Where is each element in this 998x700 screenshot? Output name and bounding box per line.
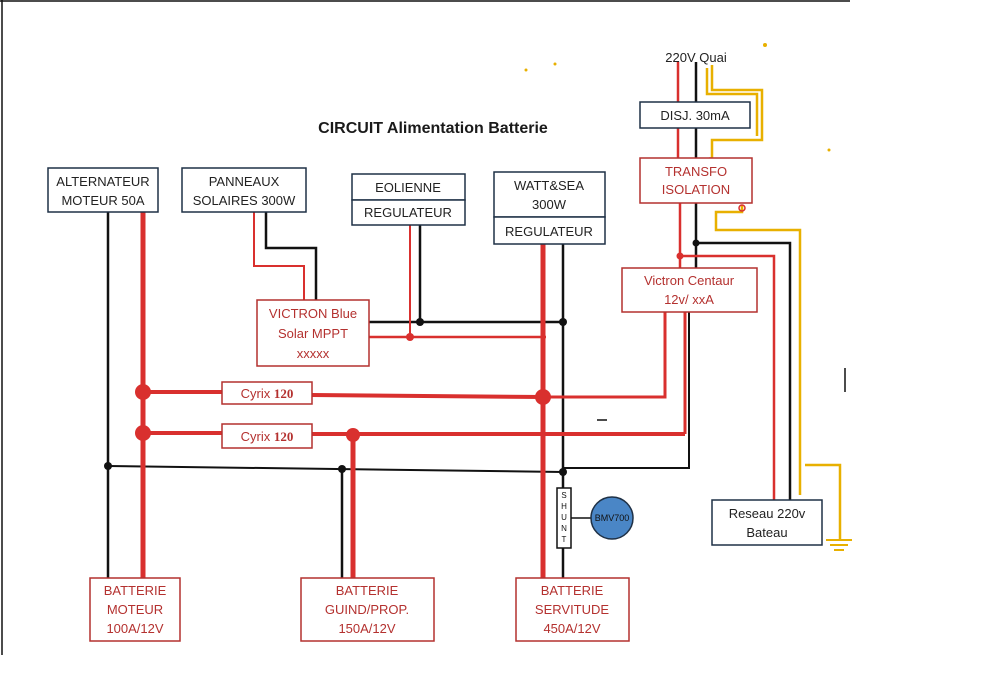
batterie-servitude-label-3: 450A/12V — [543, 621, 600, 636]
bmv700-label: BMV700 — [595, 513, 630, 523]
bmv700-monitor: BMV700 — [590, 496, 634, 540]
batterie-guind-label-2: GUIND/PROP. — [325, 602, 409, 617]
panneaux-label-1: PANNEAUX — [209, 174, 280, 189]
panneaux-label-2: SOLAIRES 300W — [193, 193, 296, 208]
cyrix-1-value: 120 — [274, 386, 294, 401]
positive-junctions — [135, 333, 551, 442]
wattsea-label-1: WATT&SEA — [514, 178, 584, 193]
alternateur-box: ALTERNATEUR MOTEUR 50A — [47, 167, 159, 213]
reseau-label-2: Bateau — [746, 525, 787, 540]
shunt-letter: U — [561, 513, 567, 522]
junction-dot — [676, 252, 684, 260]
quai-label: 220V Quai — [665, 50, 727, 65]
shunt-letter: T — [562, 535, 567, 544]
batterie-moteur-label-3: 100A/12V — [106, 621, 163, 636]
wattsea-label-2: 300W — [532, 197, 567, 212]
mppt-label-2: Solar MPPT — [278, 326, 348, 341]
junction-dot — [692, 239, 700, 247]
ac-wiring — [676, 62, 792, 500]
eolienne-label: EOLIENNE — [375, 180, 441, 195]
centaur-label-1: Victron Centaur — [644, 273, 735, 288]
batterie-servitude-label-2: SERVITUDE — [535, 602, 609, 617]
shunt-letter: S — [561, 491, 566, 500]
svg-text:Cyrix 120: Cyrix 120 — [241, 386, 294, 401]
shunt: S H U N T — [556, 487, 572, 549]
mppt-box: VICTRON Blue Solar MPPT xxxxx — [256, 299, 370, 367]
cyrix-1-name: Cyrix — [241, 386, 271, 401]
batterie-guind-label-1: BATTERIE — [336, 583, 399, 598]
transfo-box: TRANSFO ISOLATION — [639, 157, 753, 204]
centaur-box: Victron Centaur 12v/ xxA — [621, 267, 758, 313]
alternateur-label-2: MOTEUR 50A — [61, 193, 144, 208]
batterie-servitude-label-1: BATTERIE — [541, 583, 604, 598]
cyrix-2-value: 120 — [274, 429, 294, 444]
terminal-ring — [738, 204, 746, 212]
batterie-moteur-label-2: MOTEUR — [107, 602, 163, 617]
wattsea-box: WATT&SEA 300W REGULATEUR — [493, 171, 606, 245]
batterie-moteur-box: BATTERIE MOTEUR 100A/12V — [89, 577, 181, 642]
disj-label: DISJ. 30mA — [660, 108, 730, 123]
diagram-title: CIRCUIT Alimentation Batterie — [318, 120, 548, 137]
reseau-box: Reseau 220v Bateau — [711, 499, 823, 546]
transfo-label-1: TRANSFO — [665, 164, 727, 179]
batterie-guind-box: BATTERIE GUIND/PROP. 150A/12V — [300, 577, 435, 642]
mppt-label-1: VICTRON Blue — [269, 306, 357, 321]
disj-box: DISJ. 30mA — [639, 101, 751, 129]
reseau-label-1: Reseau 220v — [729, 506, 806, 521]
shunt-letter: H — [561, 502, 567, 511]
ground-symbol — [826, 539, 852, 551]
eolienne-regulateur-label: REGULATEUR — [364, 205, 452, 220]
centaur-label-2: 12v/ xxA — [664, 292, 714, 307]
batterie-servitude-box: BATTERIE SERVITUDE 450A/12V — [515, 577, 630, 642]
cyrix-1-box: Cyrix 120 — [221, 381, 313, 405]
transfo-label-2: ISOLATION — [662, 182, 730, 197]
eolienne-box: EOLIENNE REGULATEUR — [351, 173, 466, 226]
cyrix-2-box: Cyrix 120 — [221, 423, 313, 449]
negative-wires — [106, 212, 846, 578]
stray-dots — [524, 43, 831, 152]
batterie-guind-label-3: 150A/12V — [338, 621, 395, 636]
batterie-moteur-label-1: BATTERIE — [104, 583, 167, 598]
negative-junctions — [104, 318, 567, 476]
wattsea-regulateur-label: REGULATEUR — [505, 224, 593, 239]
svg-text:Cyrix 120: Cyrix 120 — [241, 429, 294, 444]
shunt-letter: N — [561, 524, 567, 533]
panneaux-box: PANNEAUX SOLAIRES 300W — [181, 167, 307, 213]
mppt-label-3: xxxxx — [297, 346, 330, 361]
alternateur-label-1: ALTERNATEUR — [56, 174, 149, 189]
cyrix-2-name: Cyrix — [241, 429, 271, 444]
